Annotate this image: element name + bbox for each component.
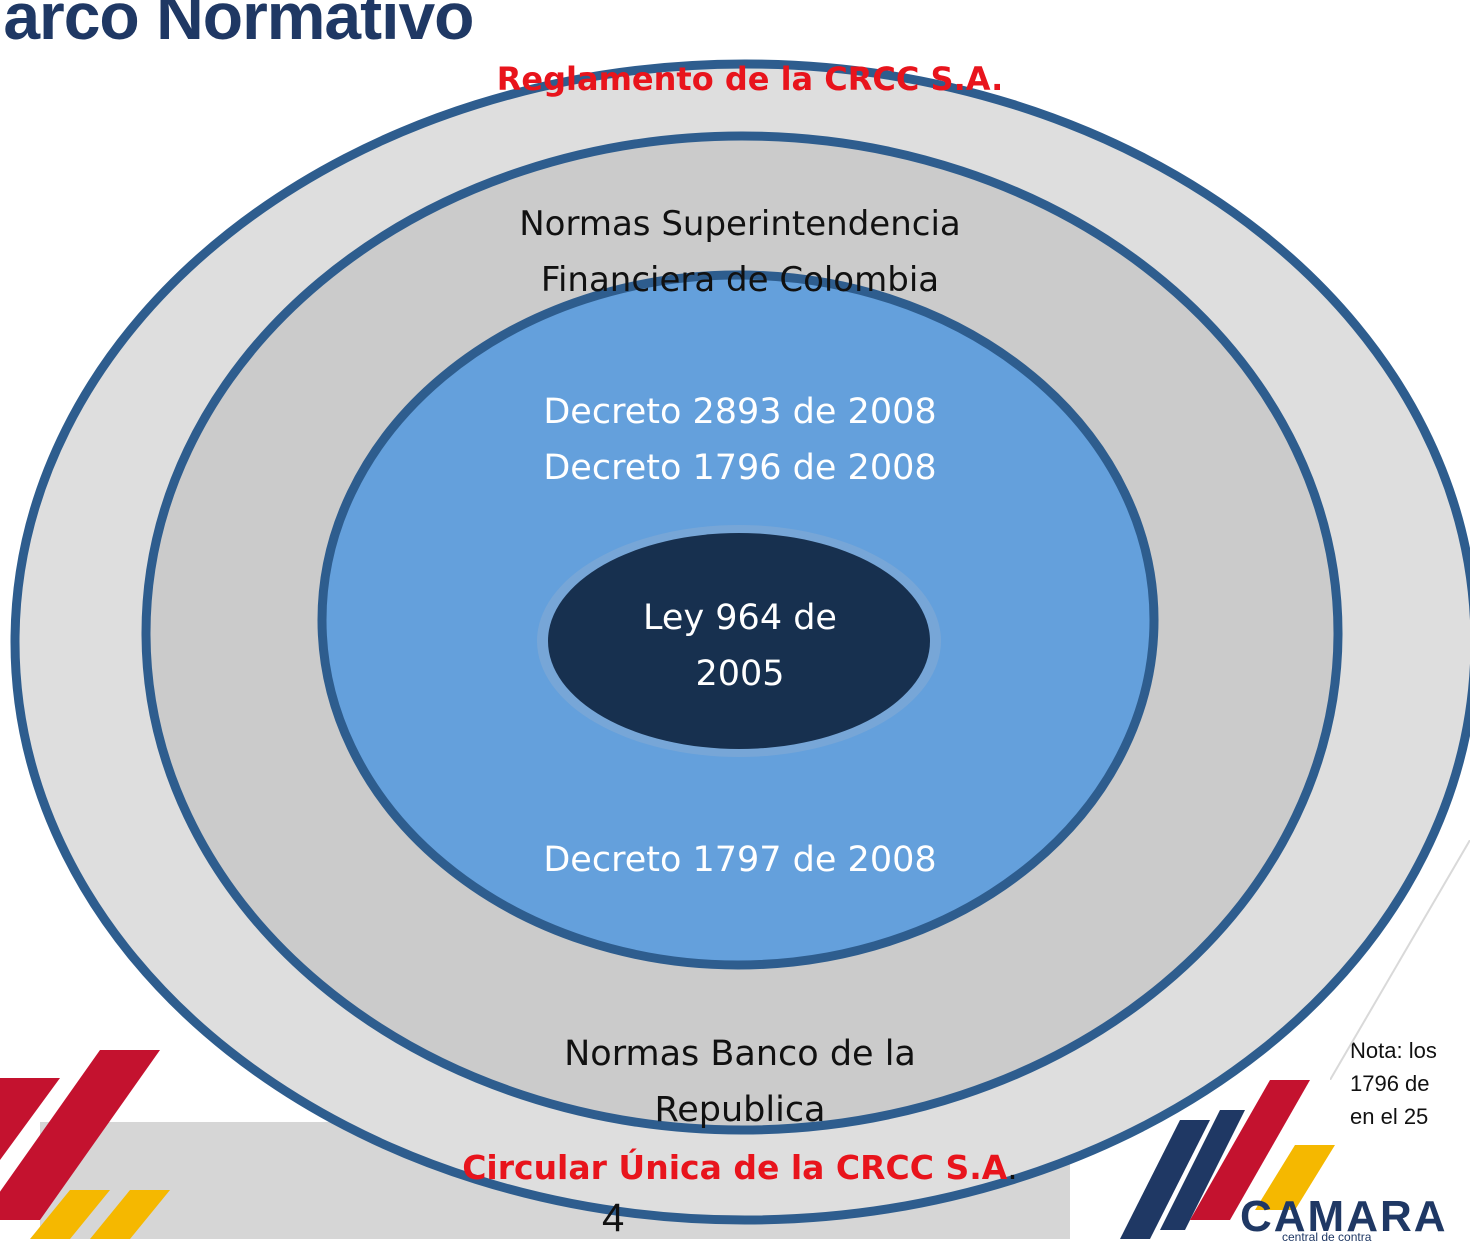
ley-964-line-2: 2005 (695, 654, 785, 694)
slide-title: larco Normativo (0, 0, 474, 53)
reglamento-label: Reglamento de la CRCC S.A. (496, 60, 1004, 98)
page-number: 4 (602, 1196, 625, 1240)
decreto-1796-label: Decreto 1796 de 2008 (543, 448, 937, 488)
brand-stripes-graphic (0, 1050, 170, 1239)
normas-sfc-line-2: Financiera de Colombia (540, 260, 940, 300)
ring-core (548, 533, 930, 749)
footnote: Nota: los 1796 de en el 25 (1350, 1034, 1437, 1133)
decretos-label: Decreto 2893 de 2008 Decreto 1796 de 200… (420, 384, 1060, 496)
footnote-line-3: en el 25 (1350, 1104, 1429, 1129)
normas-sfc-line-1: Normas Superintendencia (519, 204, 961, 244)
logo-subtitle: central de contra (1282, 1230, 1372, 1244)
normas-banrep-line-1: Normas Banco de la (564, 1034, 916, 1074)
circular-unica-period: . (1007, 1148, 1018, 1187)
circular-unica-text: Circular Única de la CRCC S.A (462, 1148, 1008, 1187)
footnote-line-1: Nota: los (1350, 1038, 1437, 1063)
ley-964-line-1: Ley 964 de (643, 598, 837, 638)
ley-964-label: Ley 964 de 2005 (560, 590, 920, 702)
circular-unica-label: Circular Única de la CRCC S.A. (380, 1148, 1100, 1187)
decreto-2893-label: Decreto 2893 de 2008 (543, 392, 937, 432)
decorative-line (1330, 840, 1470, 1080)
camara-logo-icon (1120, 1080, 1335, 1239)
footnote-line-2: 1796 de (1350, 1071, 1430, 1096)
normas-banrep-label: Normas Banco de la Republica (460, 1026, 1020, 1138)
decreto-1797-label: Decreto 1797 de 2008 (543, 840, 937, 880)
normas-sfc-label: Normas Superintendencia Financiera de Co… (380, 196, 1100, 308)
logo-name: CAMARA (1240, 1192, 1448, 1241)
normas-banrep-line-2: Republica (654, 1090, 826, 1130)
